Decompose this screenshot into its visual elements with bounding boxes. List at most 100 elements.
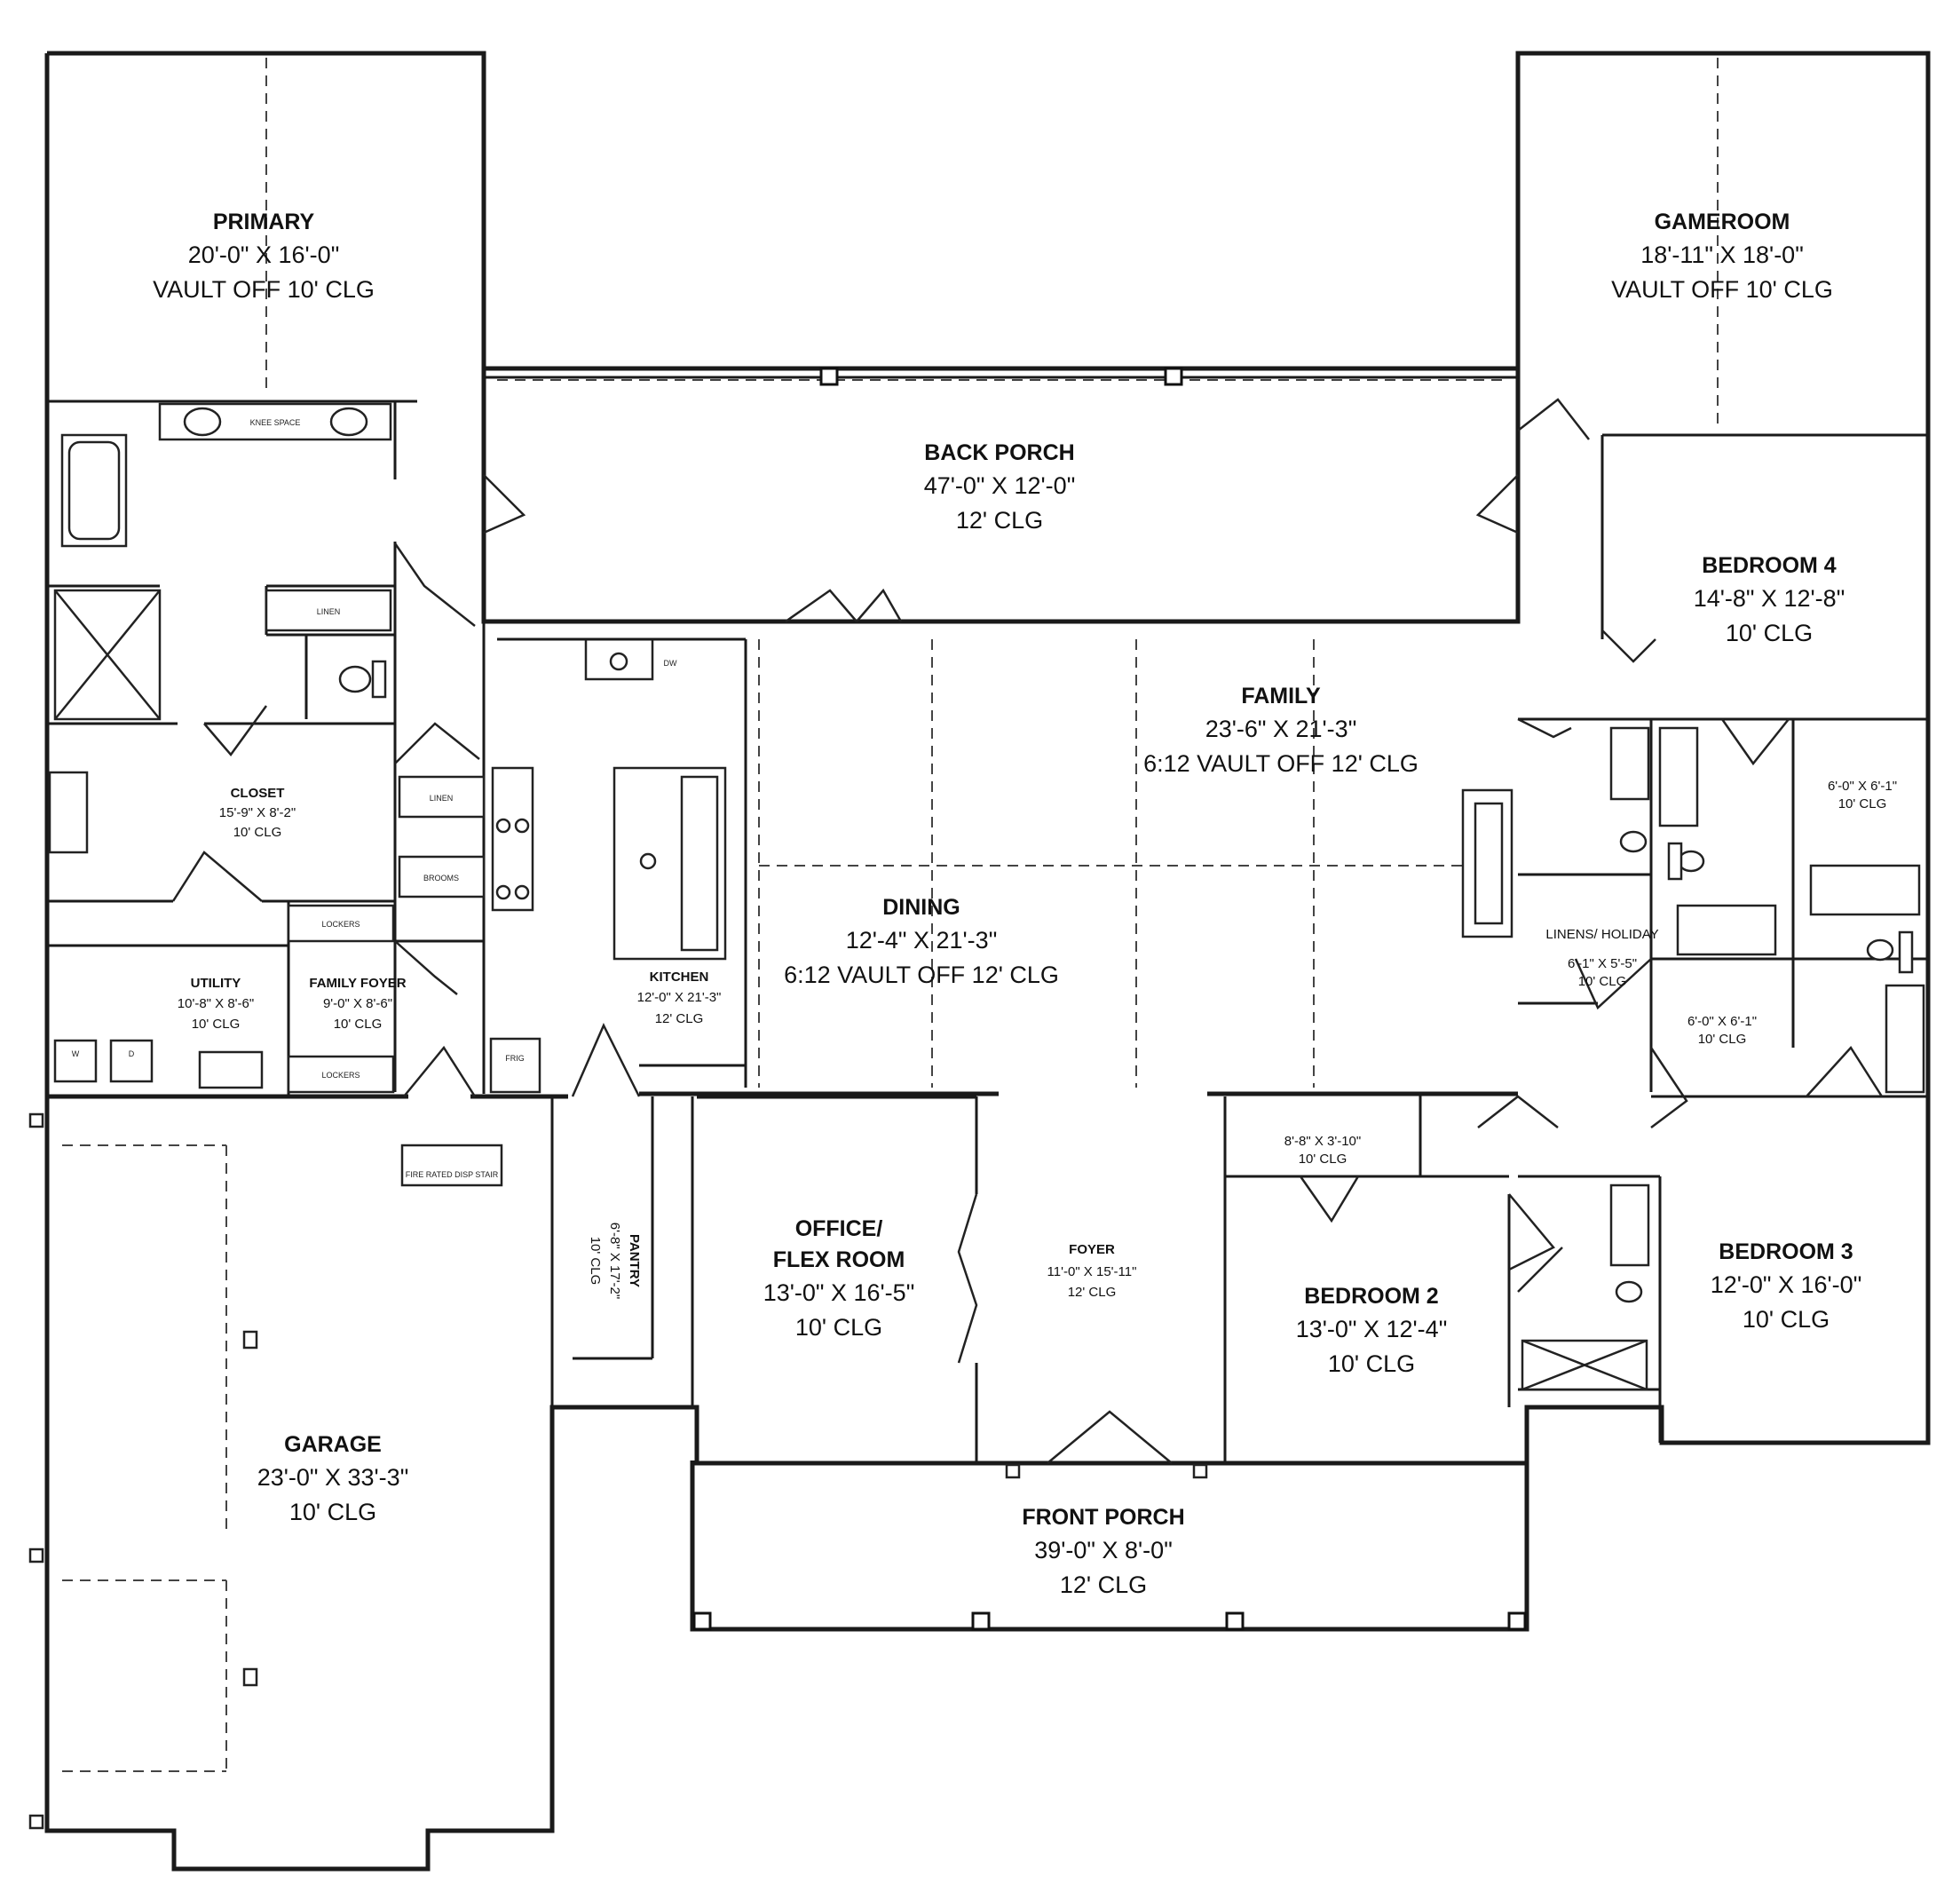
room-name: KITCHEN [650,970,709,985]
room-family-foyer: FAMILY FOYER 9'-0" X 8'-6" 10' CLG [309,976,406,1032]
room-closet: CLOSET 15'-9" X 8'-2" 10' CLG [219,786,296,840]
room-name: FOYER [1069,1242,1115,1257]
room-front-porch: FRONT PORCH 39'-0" X 8'-0" 12' CLG [1022,1505,1184,1598]
room-labels: PRIMARY 20'-0" X 16'-0" VAULT OFF 10' CL… [153,210,1897,1598]
room-dimensions: 47'-0" X 12'-0" [924,472,1076,499]
room-dimensions: 23'-0" X 33'-3" [257,1464,409,1491]
room-office: OFFICE/ FLEX ROOM 13'-0" X 16'-5" 10' CL… [763,1216,915,1341]
room-ceiling: 12' CLG [655,1011,704,1026]
room-ceiling: 6:12 VAULT OFF 12' CLG [784,962,1059,988]
room-dimensions: 9'-0" X 8'-6" [323,996,392,1011]
room-bedroom4: BEDROOM 4 14'-8" X 12'-8" 10' CLG [1694,553,1845,646]
room-dimensions: 6'-0" X 6'-1" [1828,779,1897,794]
room-name: PRIMARY [213,210,315,234]
room-name: BEDROOM 2 [1304,1284,1438,1309]
room-utility: UTILITY 10'-8" X 8'-6" 10' CLG [178,976,254,1032]
room-name: FAMILY [1241,684,1321,708]
fixtures: KNEE SPACE LINEN LINEN BROOMS LOCKERS LO… [28,402,1925,1830]
room-ceiling: 6:12 VAULT OFF 12' CLG [1143,750,1419,777]
room-dimensions: 23'-6" X 21'-3" [1205,716,1357,742]
brooms-label: BROOMS [423,874,459,883]
room-back-porch: BACK PORCH 47'-0" X 12'-0" 12' CLG [924,440,1076,534]
room-dimensions: 13'-0" X 12'-4" [1296,1316,1448,1342]
room-dimensions: 12'-4" X 21'-3" [846,927,998,954]
room-name: BEDROOM 3 [1719,1239,1853,1264]
room-ceiling: 12' CLG [1068,1285,1117,1300]
room-closet-a: 6'-0" X 6'-1" 10' CLG [1828,779,1897,811]
linen-label-2: LINEN [430,794,454,803]
room-name: LINENS/ HOLIDAY [1545,927,1658,942]
room-name-2: FLEX ROOM [773,1247,905,1272]
frig-label: FRIG [505,1054,525,1063]
room-closet-c: 8'-8" X 3'-10" 10' CLG [1284,1134,1361,1167]
room-ceiling: 10' CLG [1578,974,1627,989]
lockers-label-1: LOCKERS [321,920,360,929]
room-bedroom3: BEDROOM 3 12'-0" X 16'-0" 10' CLG [1711,1239,1862,1333]
ceiling-lines [62,58,1719,1772]
room-name: GARAGE [284,1432,382,1457]
doors [171,398,1884,1464]
room-name: PANTRY [627,1234,642,1287]
dryer-label: D [129,1049,135,1058]
room-dimensions: 6'-8" X 17'-2" [607,1223,622,1299]
fire-rated-label: FIRE RATED DISP STAIR [406,1170,499,1179]
room-kitchen: KITCHEN 12'-0" X 21'-3" 12' CLG [637,970,722,1026]
room-dimensions: 15'-9" X 8'-2" [219,805,296,820]
lockers-label-2: LOCKERS [321,1071,360,1080]
room-ceiling: 10' CLG [289,1499,376,1525]
washer-label: W [72,1049,80,1058]
room-dimensions: 13'-0" X 16'-5" [763,1279,915,1306]
room-ceiling: 10' CLG [588,1237,603,1286]
room-dining: DINING 12'-4" X 21'-3" 6:12 VAULT OFF 12… [784,895,1059,988]
porch-posts [692,367,1527,1631]
room-dimensions: 39'-0" X 8'-0" [1034,1537,1173,1563]
room-dimensions: 12'-0" X 21'-3" [637,990,722,1005]
room-dimensions: 6'-0" X 6'-1" [1687,1014,1757,1029]
knee-space-label: KNEE SPACE [250,418,301,427]
room-ceiling: 10' CLG [1328,1350,1415,1377]
exterior-walls [44,51,1931,1872]
room-name: CLOSET [231,786,285,801]
room-dimensions: 12'-0" X 16'-0" [1711,1271,1862,1298]
room-ceiling: VAULT OFF 10' CLG [153,276,375,303]
room-name: UTILITY [191,976,241,991]
room-name: FRONT PORCH [1022,1505,1184,1530]
room-ceiling: VAULT OFF 10' CLG [1611,276,1833,303]
room-dimensions: 11'-0" X 15'-11" [1047,1264,1137,1279]
room-ceiling: 12' CLG [1060,1571,1147,1598]
linen-label-1: LINEN [317,607,341,616]
room-family: FAMILY 23'-6" X 21'-3" 6:12 VAULT OFF 12… [1143,684,1419,777]
room-ceiling: 10' CLG [1838,796,1887,811]
room-dimensions: 8'-8" X 3'-10" [1284,1134,1361,1149]
room-ceiling: 10' CLG [795,1314,882,1341]
room-dimensions: 10'-8" X 8'-6" [178,996,254,1011]
room-name: GAMEROOM [1655,210,1790,234]
room-bedroom2: BEDROOM 2 13'-0" X 12'-4" 10' CLG [1296,1284,1448,1377]
room-ceiling: 10' CLG [1698,1032,1747,1047]
room-name: BEDROOM 4 [1702,553,1837,578]
room-gameroom: GAMEROOM 18'-11" X 18'-0" VAULT OFF 10' … [1611,210,1833,303]
room-ceiling: 10' CLG [1299,1152,1348,1167]
room-dimensions: 6'-1" X 5'-5" [1568,956,1637,971]
room-closet-b: 6'-0" X 6'-1" 10' CLG [1687,1014,1757,1047]
room-dimensions: 18'-11" X 18'-0" [1640,241,1804,268]
room-primary: PRIMARY 20'-0" X 16'-0" VAULT OFF 10' CL… [153,210,375,303]
room-ceiling: 10' CLG [1726,620,1813,646]
dw-label: DW [664,659,677,668]
room-ceiling: 10' CLG [1743,1306,1830,1333]
room-name: OFFICE/ [795,1216,883,1241]
room-ceiling: 10' CLG [192,1017,241,1032]
room-linens-holiday: LINENS/ HOLIDAY 6'-1" X 5'-5" 10' CLG [1545,927,1658,989]
room-dimensions: 14'-8" X 12'-8" [1694,585,1845,612]
room-name: DINING [882,895,960,920]
room-foyer: FOYER 11'-0" X 15'-11" 12' CLG [1047,1242,1137,1300]
room-ceiling: 10' CLG [233,825,282,840]
room-dimensions: 20'-0" X 16'-0" [188,241,340,268]
room-garage: GARAGE 23'-0" X 33'-3" 10' CLG [257,1432,409,1525]
room-name: FAMILY FOYER [309,976,406,991]
room-ceiling: 10' CLG [334,1017,383,1032]
room-pantry: PANTRY 6'-8" X 17'-2" 10' CLG [588,1223,642,1299]
room-ceiling: 12' CLG [956,507,1043,534]
room-name: BACK PORCH [924,440,1074,465]
